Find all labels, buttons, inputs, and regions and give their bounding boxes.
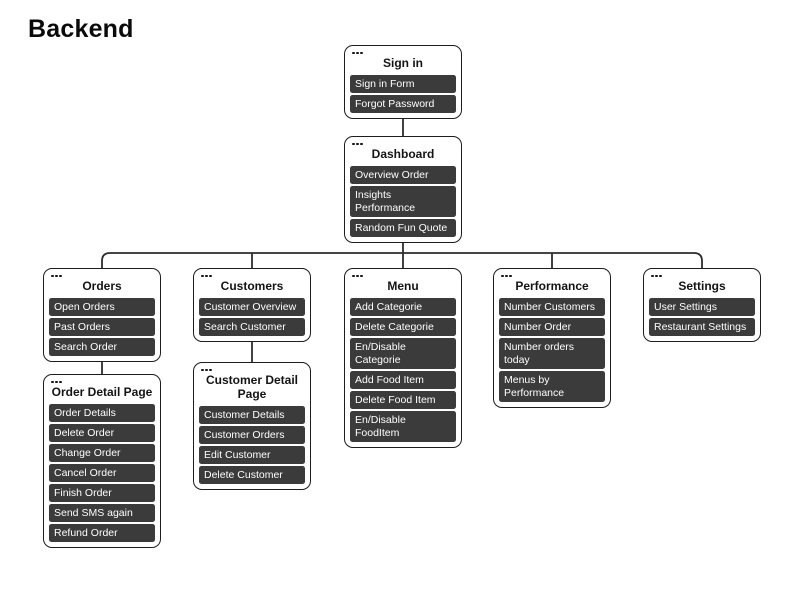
card-item: Order Details [49, 404, 155, 422]
card-item: Add Food Item [350, 371, 456, 389]
card-item: Restaurant Settings [649, 318, 755, 336]
card-item: Search Order [49, 338, 155, 356]
window-dots-icon [51, 274, 155, 278]
card-title: Sign in [383, 56, 423, 70]
card-item: Delete Order [49, 424, 155, 442]
card-title: Performance [515, 279, 589, 293]
card-item: Sign in Form [350, 75, 456, 93]
window-dots-icon [501, 274, 605, 278]
card-item: Overview Order [350, 166, 456, 184]
card-item: En/Disable Categorie [350, 338, 456, 369]
card-item: Random Fun Quote [350, 219, 456, 237]
card-item: User Settings [649, 298, 755, 316]
window-dots-icon [352, 274, 456, 278]
card-item: Delete Categorie [350, 318, 456, 336]
card-item: Number Customers [499, 298, 605, 316]
card-item: Cancel Order [49, 464, 155, 482]
card-item: En/Disable FoodItem [350, 411, 456, 442]
card-item: Edit Customer [199, 446, 305, 464]
card-title: Menu [387, 279, 419, 293]
card-item: Past Orders [49, 318, 155, 336]
card-item: Add Categorie [350, 298, 456, 316]
window-dots-icon [352, 51, 456, 55]
card-item: Delete Food Item [350, 391, 456, 409]
card-item: Delete Customer [199, 466, 305, 484]
window-dots-icon [651, 274, 755, 278]
window-dots-icon [201, 368, 305, 372]
card-title: Settings [678, 279, 726, 293]
card-item: Change Order [49, 444, 155, 462]
card-item: Send SMS again [49, 504, 155, 522]
card-item: Customer Details [199, 406, 305, 424]
card-item: Search Customer [199, 318, 305, 336]
window-dots-icon [51, 380, 155, 384]
card-item: Finish Order [49, 484, 155, 502]
card-item: Refund Order [49, 524, 155, 542]
card-item: Number orders today [499, 338, 605, 369]
page-title: Backend [28, 15, 134, 43]
card-title: Order Detail Page [51, 385, 153, 399]
card-item: Insights Performance [350, 186, 456, 217]
window-dots-icon [352, 142, 456, 146]
card-item: Forgot Password [350, 95, 456, 113]
card-item: Open Orders [49, 298, 155, 316]
card-item: Customer Orders [199, 426, 305, 444]
card-title: Dashboard [371, 147, 435, 161]
card-item: Menus by Performance [499, 371, 605, 402]
card-title: Orders [82, 279, 122, 293]
connector-rail [101, 252, 703, 272]
card-title: Customers [220, 279, 284, 293]
card-title: Customer Detail Page [205, 373, 299, 401]
card-item: Customer Overview [199, 298, 305, 316]
card-item: Number Order [499, 318, 605, 336]
window-dots-icon [201, 274, 305, 278]
